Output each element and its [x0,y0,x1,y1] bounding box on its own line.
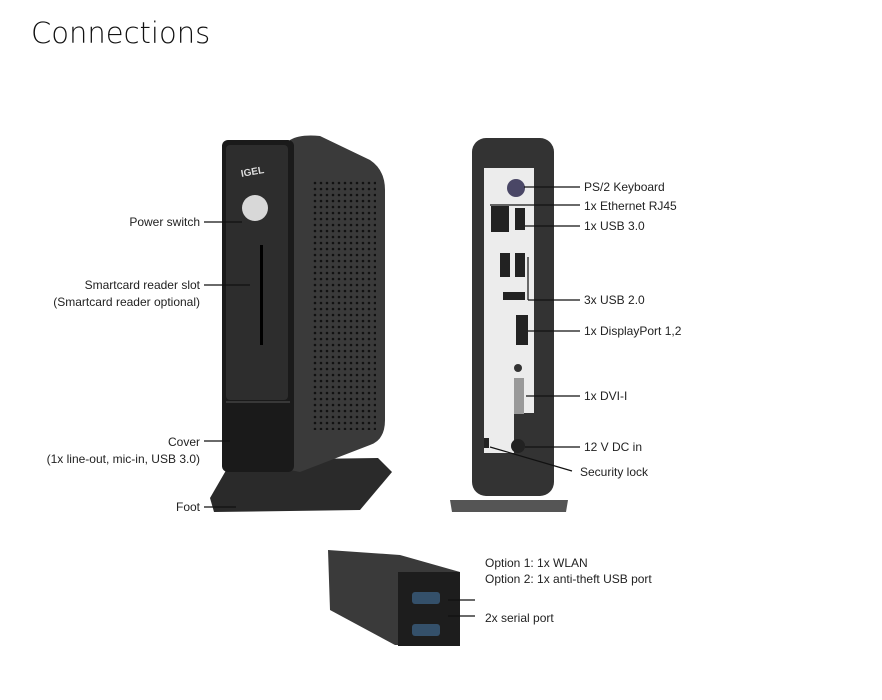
label-dvi: 1x DVI-I [584,389,628,403]
label-foot: Foot [175,500,200,514]
label-option1: Option 1: 1x WLAN [485,556,588,570]
back-device [450,138,568,512]
label-displayport: 1x DisplayPort 1,2 [584,324,682,338]
label-usb2: 3x USB 2.0 [584,293,645,307]
label-option2: Option 2: 1x anti-theft USB port [485,572,652,586]
bottom-device [328,550,460,646]
label-ethernet: 1x Ethernet RJ45 [584,199,677,213]
label-dc: 12 V DC in [584,440,643,454]
label-smartcard-slot: Smartcard reader slot [84,278,200,292]
label-serial: 2x serial port [485,611,554,625]
label-ps2: PS/2 Keyboard [584,180,665,194]
label-usb3: 1x USB 3.0 [584,219,645,233]
front-device [210,135,392,512]
label-power-switch: Power switch [129,215,200,229]
label-smartcard-optional: (Smartcard reader optional) [53,295,200,309]
label-cover-detail: (1x line-out, mic-in, USB 3.0) [46,452,200,466]
label-security-lock: Security lock [580,465,649,479]
page-title: Connections [31,16,211,50]
label-cover: Cover [167,435,200,449]
